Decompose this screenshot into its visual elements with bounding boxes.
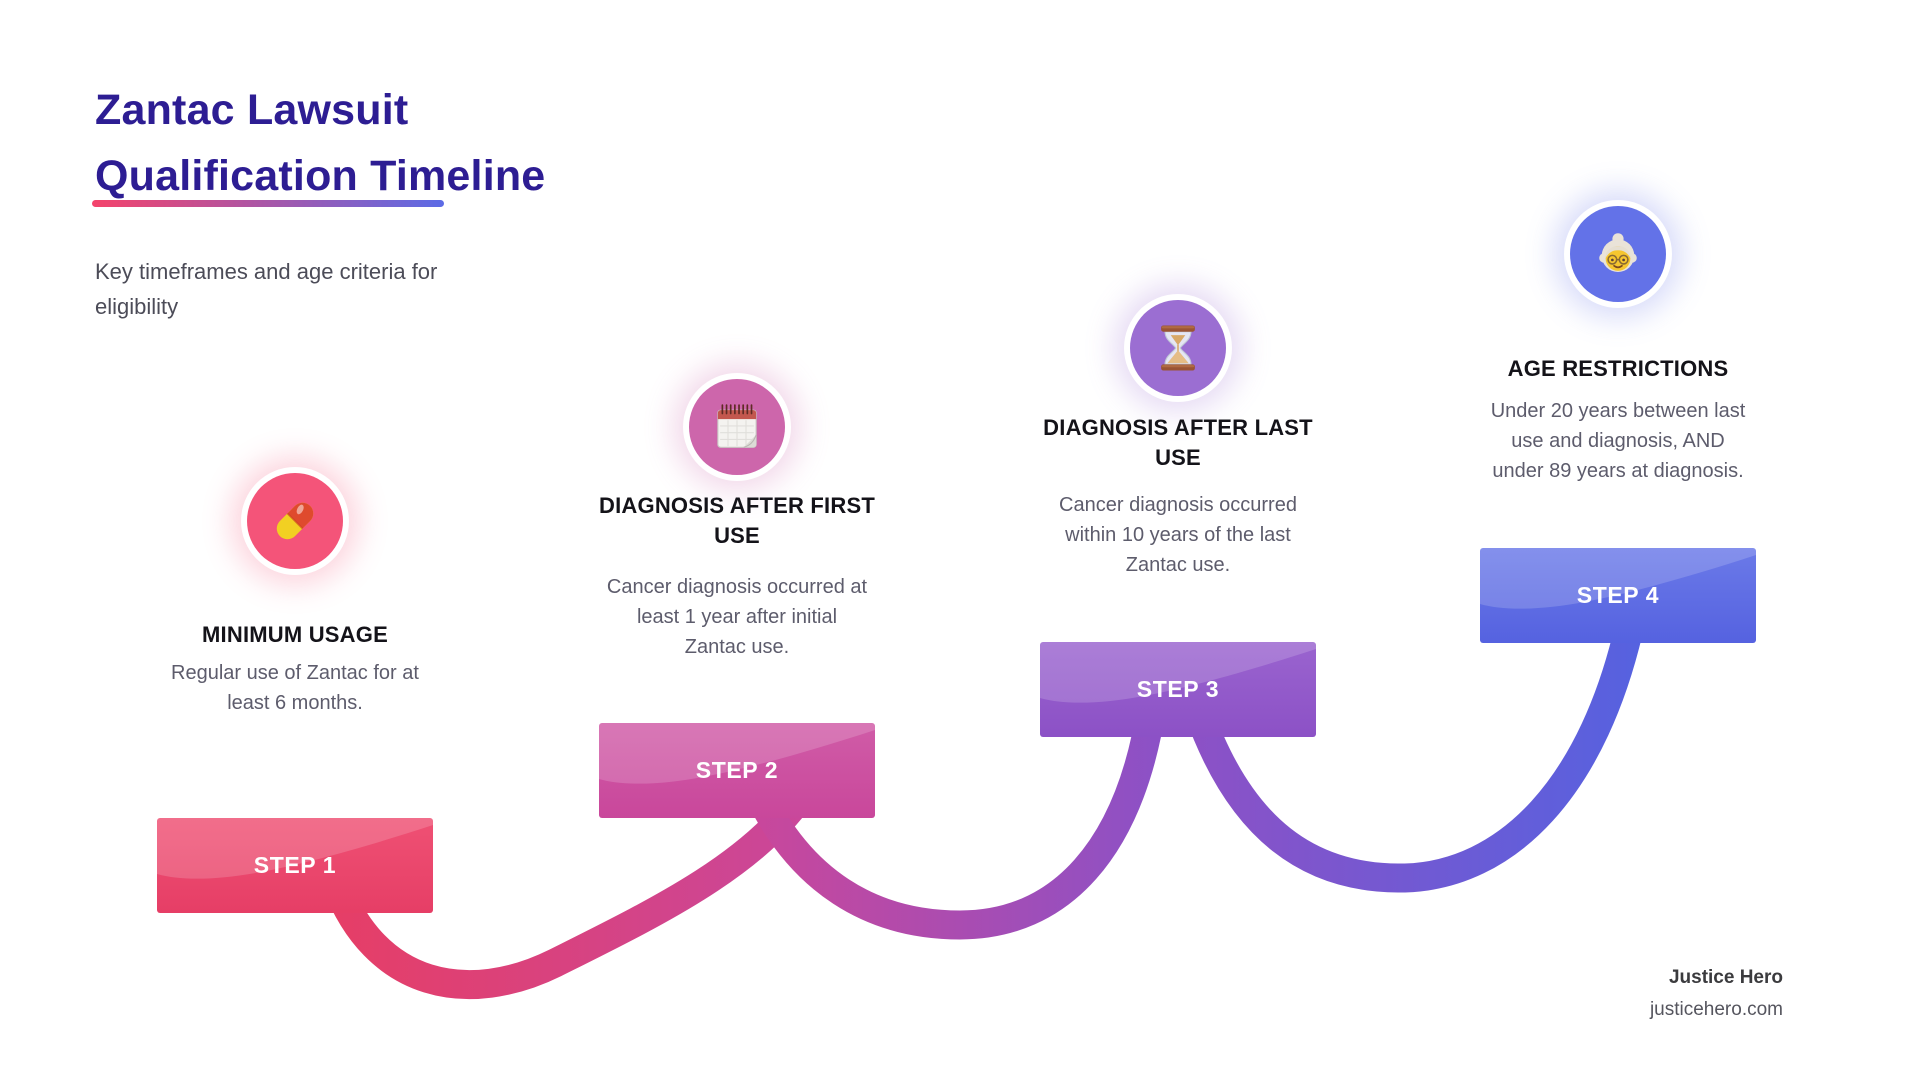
step3-box: STEP 3 bbox=[1040, 642, 1316, 737]
brand-name: Justice Hero bbox=[1668, 967, 1783, 988]
elderly-woman-icon bbox=[1599, 233, 1637, 272]
step3-label: STEP 3 bbox=[1136, 676, 1220, 702]
step2-box-gloss bbox=[599, 723, 875, 784]
step3-box-gloss bbox=[1040, 642, 1316, 703]
step4-box: STEP 4 bbox=[1480, 548, 1756, 643]
step1-description: Regular use of Zantac for at least 6 mon… bbox=[171, 662, 419, 714]
hourglass-icon bbox=[1161, 325, 1195, 371]
brand-website: justicehero.com bbox=[1649, 999, 1783, 1020]
page-subtitle-line1: Key timeframes and age criteria for bbox=[95, 259, 438, 284]
step4-icon-circle bbox=[1570, 206, 1666, 302]
connector-step2-step3 bbox=[744, 702, 1167, 940]
step4-box-gloss bbox=[1480, 548, 1756, 609]
step3-description: Cancer diagnosis occurred within 10 year… bbox=[1059, 494, 1297, 576]
connector-step3-step4 bbox=[1184, 611, 1647, 893]
footer: Justice Hero justicehero.com bbox=[1650, 966, 1783, 1022]
step2-description: Cancer diagnosis occurred at least 1 yea… bbox=[606, 576, 868, 658]
step3-icon-circle bbox=[1130, 300, 1226, 396]
step1-box: STEP 1 bbox=[157, 818, 433, 913]
title-underline-accent bbox=[92, 200, 444, 207]
step2-icon-circle bbox=[689, 379, 785, 475]
step3-heading: DIAGNOSIS AFTER LAST USE bbox=[1043, 415, 1313, 470]
page-title-line2: Qualification Timeline bbox=[95, 151, 546, 200]
page-subtitle: Key timeframes and age criteria for elig… bbox=[95, 254, 515, 324]
step1-heading: MINIMUM USAGE bbox=[202, 622, 388, 647]
step4-heading: AGE RESTRICTIONS bbox=[1507, 356, 1729, 381]
pill-icon bbox=[276, 502, 314, 540]
connector-step1-step2 bbox=[321, 781, 818, 1000]
page-title-line1: Zantac Lawsuit bbox=[95, 85, 409, 134]
step2-box: STEP 2 bbox=[599, 723, 875, 818]
spiral-calendar-icon bbox=[717, 404, 757, 448]
step1-box-gloss bbox=[157, 818, 433, 879]
step1-label: STEP 1 bbox=[253, 852, 337, 878]
page-title: Zantac Lawsuit Qualification Timeline bbox=[95, 77, 545, 209]
step1-icon-circle bbox=[247, 473, 343, 569]
step4-label: STEP 4 bbox=[1576, 582, 1660, 608]
page-subtitle-line2: eligibility bbox=[95, 294, 179, 319]
step4-description: Under 20 years between last use and diag… bbox=[1490, 400, 1746, 482]
step2-label: STEP 2 bbox=[695, 757, 779, 783]
step2-heading: DIAGNOSIS AFTER FIRST USE bbox=[599, 493, 875, 548]
